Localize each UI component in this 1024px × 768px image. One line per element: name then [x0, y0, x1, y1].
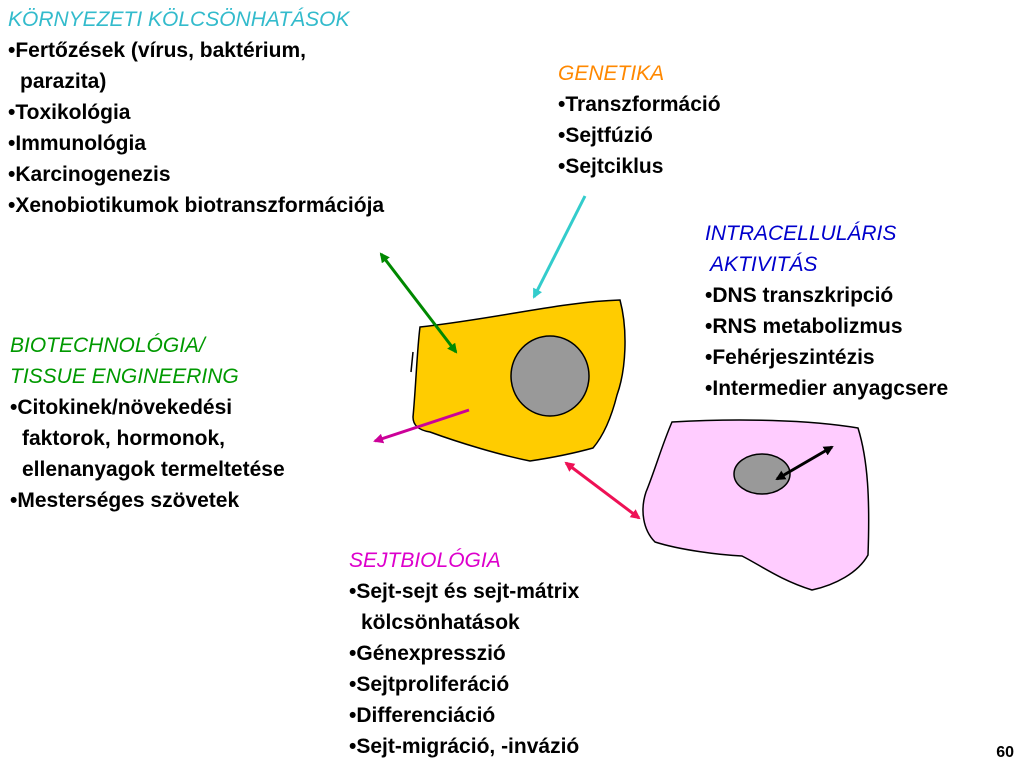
genetics-list: TranszformációSejtfúzióSejtciklus: [558, 89, 721, 182]
pink-cell-nucleus: [733, 453, 791, 495]
yellow-cell-edge-mark: [410, 351, 414, 373]
list-item: DNS transzkripció: [705, 280, 948, 311]
list-item: Differenciáció: [349, 700, 579, 731]
intracellular-section: INTRACELLULÁRIS AKTIVITÁS DNS transzkrip…: [705, 218, 948, 404]
list-item-continuation: parazita): [20, 70, 107, 93]
pink-cell: [642, 419, 870, 591]
cellbiology-list: Sejt-sejt és sejt-mátrix kölcsönhatásokGé…: [349, 576, 579, 762]
list-item: Fehérjeszintézis: [705, 342, 948, 373]
list-item: RNS metabolizmus: [705, 311, 948, 342]
arrow-cellbiology: [564, 461, 641, 520]
genetics-heading: GENETIKA: [558, 62, 665, 85]
list-item: Citokinek/növekedési: [10, 392, 285, 423]
list-item-continuation: kölcsönhatások: [361, 611, 520, 634]
list-item: Sejtproliferáció: [349, 669, 579, 700]
genetics-section: GENETIKA TranszformációSejtfúzióSejtcikl…: [558, 58, 721, 182]
list-item: Génexpresszió: [349, 638, 579, 669]
cellbiology-section: SEJTBIOLÓGIA Sejt-sejt és sejt-mátrix köl…: [349, 545, 579, 762]
biotech-section: BIOTECHNOLÓGIA/ TISSUE ENGINEERING Citok…: [10, 330, 285, 516]
list-item: Transzformáció: [558, 89, 720, 120]
biotech-heading-line2: TISSUE ENGINEERING: [10, 365, 239, 388]
list-item: Xenobiotikumok biotranszformációja: [8, 190, 384, 221]
list-item: Intermedier anyagcsere: [705, 373, 948, 404]
list-item: Immunológia: [8, 128, 384, 159]
arrow-biotech: [373, 408, 470, 444]
arrow-intracellular: [775, 445, 834, 481]
environment-section: KÖRNYEZETI KÖLCSÖNHATÁSOK Fertőzések (ví…: [8, 4, 384, 221]
cellbiology-heading: SEJTBIOLÓGIA: [349, 549, 501, 572]
arrow-genetics: [532, 195, 587, 299]
environment-heading: KÖRNYEZETI KÖLCSÖNHATÁSOK: [8, 8, 350, 31]
list-item: Sejt-migráció, -invázió: [349, 731, 579, 762]
list-item: Sejt-sejt és sejt-mátrix: [349, 576, 579, 607]
page-number: 60: [996, 744, 1014, 761]
list-item: Sejtciklus: [558, 151, 721, 182]
biotech-list: Citokinek/növekedési faktorok, hormonok, e…: [10, 392, 285, 516]
intracellular-list: DNS transzkripcióRNS metabolizmusFehérje…: [705, 280, 948, 404]
list-item: Fertőzések (vírus, baktérium,: [8, 35, 384, 66]
list-item-continuation: faktorok, hormonok,: [22, 427, 226, 450]
list-item: Sejtfúzió: [558, 120, 721, 151]
intracellular-heading-line1: INTRACELLULÁRIS: [705, 222, 897, 245]
list-item-continuation: ellenanyagok termeltetése: [22, 458, 285, 481]
list-item: Toxikológia: [8, 97, 384, 128]
intracellular-heading-line2: AKTIVITÁS: [705, 253, 818, 276]
yellow-cell-nucleus: [510, 335, 590, 417]
arrow-environment: [379, 252, 458, 354]
environment-list: Fertőzések (vírus, baktérium, parazita) To…: [8, 35, 384, 221]
list-item: Mesterséges szövetek: [10, 485, 285, 516]
list-item: Karcinogenezis: [8, 159, 384, 190]
biotech-heading-line1: BIOTECHNOLÓGIA/: [10, 334, 205, 357]
